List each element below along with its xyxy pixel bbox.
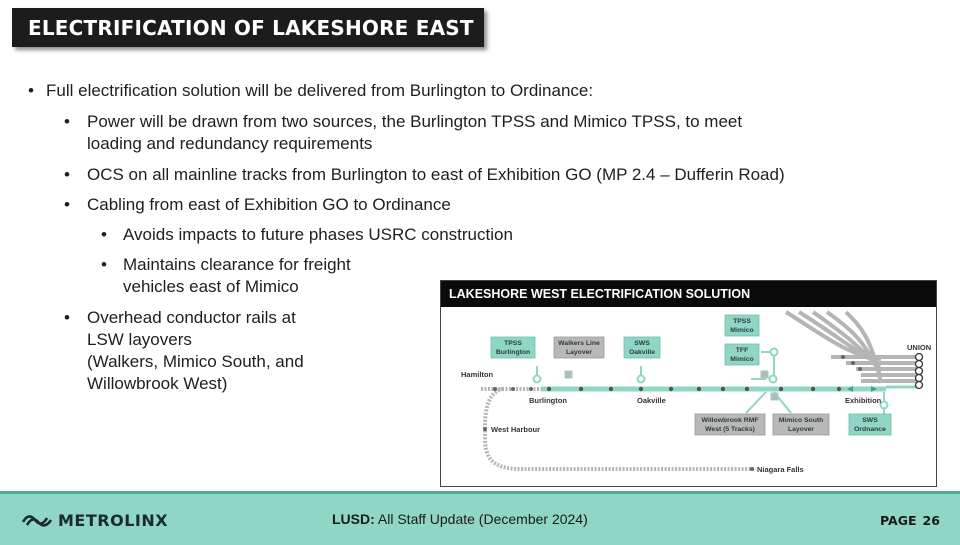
bullet-l2-text: loading and redundancy requirements [87,134,373,153]
tpss-mimico-box [724,314,760,337]
bullet-l3-text: Maintains clearance for freight [123,255,351,274]
page-label: PAGE [880,513,917,528]
logo-wordmark: METROLINX [58,510,169,530]
bullet-l2-text: (Walkers, Mimico South, and [87,352,304,371]
svg-text:Mimico: Mimico [730,327,753,334]
sws-ordnance-box [848,413,892,436]
diagram-title: LAKESHORE WEST ELECTRIFICATION SOLUTION [449,287,751,301]
facility-connectors [532,347,889,417]
bullet-l2-text: Overhead conductor rails at [87,308,296,327]
svg-text:Burlington: Burlington [496,349,530,356]
station-burlington: Burlington [529,396,567,405]
svg-text:SWS: SWS [634,340,650,347]
svg-text:Mimico South: Mimico South [779,417,824,424]
footer-divider [0,491,960,494]
mimico-south-marker [770,392,779,401]
station-labels: Hamilton Burlington Oakville Exhibition … [461,343,931,474]
svg-text:Ordnance: Ordnance [854,426,886,433]
svg-text:SWS: SWS [862,417,878,424]
bullet-l2-text: Cabling from east of Exhibition GO to Or… [87,195,451,214]
bullet-l3-text: Avoids impacts to future phases USRC con… [123,225,513,244]
footer-caption: LUSD: All Staff Update (December 2024) [332,511,588,527]
svg-text:Layover: Layover [788,426,814,433]
walkers-layover-box [553,336,605,359]
page-title: ELECTRIFICATION OF LAKESHORE EAST [28,16,474,40]
station-hamilton: Hamilton [461,370,494,379]
tpss-mimico-node [769,347,779,357]
bullet-l2-text: OCS on all mainline tracks from Burlingt… [87,165,785,184]
title-bar: ELECTRIFICATION OF LAKESHORE EAST [12,8,484,47]
station-oakville: Oakville [637,396,666,405]
exhibition-arrows [847,386,877,392]
footer: METROLINX LUSD: All Staff Update (Decemb… [0,494,960,545]
station-niagara-falls: Niagara Falls [757,465,804,474]
layover-markers [564,370,779,401]
bullet-l2-text: Power will be drawn from two sources, th… [87,112,743,131]
walkers-layover-marker [564,370,573,379]
footer-caption-bold: LUSD: [332,511,375,527]
bullet-marker: • [64,195,70,214]
page-number: 26 [922,513,940,528]
svg-text:West (5 Tracks): West (5 Tracks) [705,426,755,433]
svg-text:Walkers Line: Walkers Line [558,340,600,347]
tff-mimico-node [768,374,778,384]
svg-text:Layover: Layover [566,349,592,356]
station-exhibition: Exhibition [845,396,882,405]
mainline-stops [546,386,842,392]
bullet-l2-text: Willowbrook West) [87,374,228,393]
electrification-diagram: LAKESHORE WEST ELECTRIFICATION SOLUTION [440,280,937,487]
bullet-l1-text: Full electrification solution will be de… [46,81,594,100]
bullet-list: • Full electrification solution will be … [28,81,785,393]
union-terminal [914,352,924,390]
facility-boxes: TPSS Burlington Walkers Line Layover SWS… [490,314,892,436]
bullet-l3-text: vehicles east of Mimico [123,277,299,296]
union-track-dots [841,355,862,371]
page-indicator: PAGE 26 [880,513,940,528]
willowbrook-box [694,413,766,436]
diagram-header: LAKESHORE WEST ELECTRIFICATION SOLUTION [441,281,936,307]
metrolinx-wave-icon [22,515,52,527]
bullet-marker: • [101,225,107,244]
sws-oakville-node [636,374,646,384]
tpss-burlington-box [490,336,536,359]
svg-text:Willowbrook RMF: Willowbrook RMF [702,417,759,424]
bullet-marker: • [28,81,34,100]
svg-text:Oakville: Oakville [629,349,655,356]
bullet-marker: • [64,308,70,327]
willowbrook-marker [760,370,769,379]
svg-text:TFF: TFF [736,347,748,354]
bullet-marker: • [64,165,70,184]
footer-caption-rest: All Staff Update (December 2024) [374,511,588,527]
tff-mimico-box [724,343,760,366]
west-harbour-stop [483,427,487,431]
bullet-l2-text: LSW layovers [87,330,192,349]
tpss-burlington-node [532,374,542,384]
hamilton-branch-dots [483,387,754,471]
station-west-harbour: West Harbour [491,425,540,434]
bullet-marker: • [64,112,70,131]
svg-text:Mimico: Mimico [730,356,753,363]
lakeshore-west-line [541,385,919,392]
svg-text:TPSS: TPSS [733,318,751,325]
union-approach-tracks [784,310,919,384]
niagara-falls-stop [750,467,754,471]
svg-text:TPSS: TPSS [504,340,522,347]
sws-ordnance-node [879,400,889,410]
bullet-marker: • [101,255,107,274]
mimico-south-box [772,413,830,436]
metrolinx-logo: METROLINX [22,509,168,531]
sws-oakville-box [623,336,661,359]
station-union: UNION [907,343,931,352]
network-map: TPSS Burlington Walkers Line Layover SWS… [461,310,931,474]
